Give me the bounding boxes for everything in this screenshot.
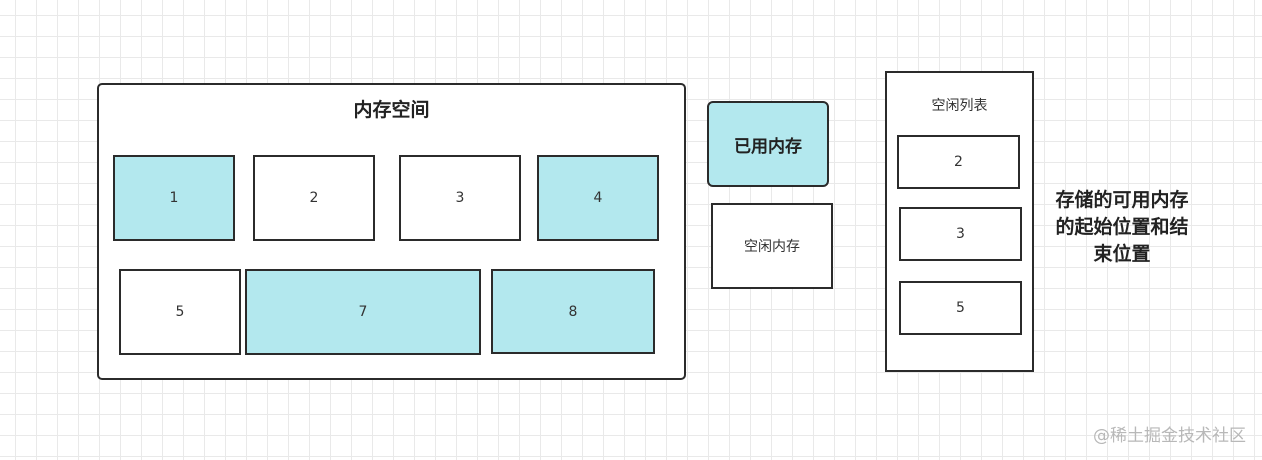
legend-free-memory: 空闲内存 [711,203,833,289]
free-list-title: 空闲列表 [931,98,988,114]
memory-block-5: 5 [119,269,241,355]
free-list-item-2: 2 [897,135,1020,189]
free-list-item-3: 3 [899,207,1022,261]
memory-block-8: 8 [491,269,655,354]
legend-used-memory: 已用内存 [707,101,829,187]
free-list-note: 存储的可用内存 的起始位置和结 束位置 [1042,187,1202,268]
memory-block-2: 2 [253,155,375,241]
note-line-1: 存储的可用内存 [1055,189,1189,211]
memory-block-3: 3 [399,155,521,241]
watermark: @稀土掘金技术社区 [1093,426,1246,446]
note-line-2: 的起始位置和结 [1055,216,1189,238]
note-line-3: 束位置 [1093,243,1151,265]
memory-space-title: 内存空间 [353,99,430,121]
free-list-item-5: 5 [899,281,1022,335]
memory-block-4: 4 [537,155,659,241]
memory-block-7: 7 [245,269,481,355]
memory-block-1: 1 [113,155,235,241]
